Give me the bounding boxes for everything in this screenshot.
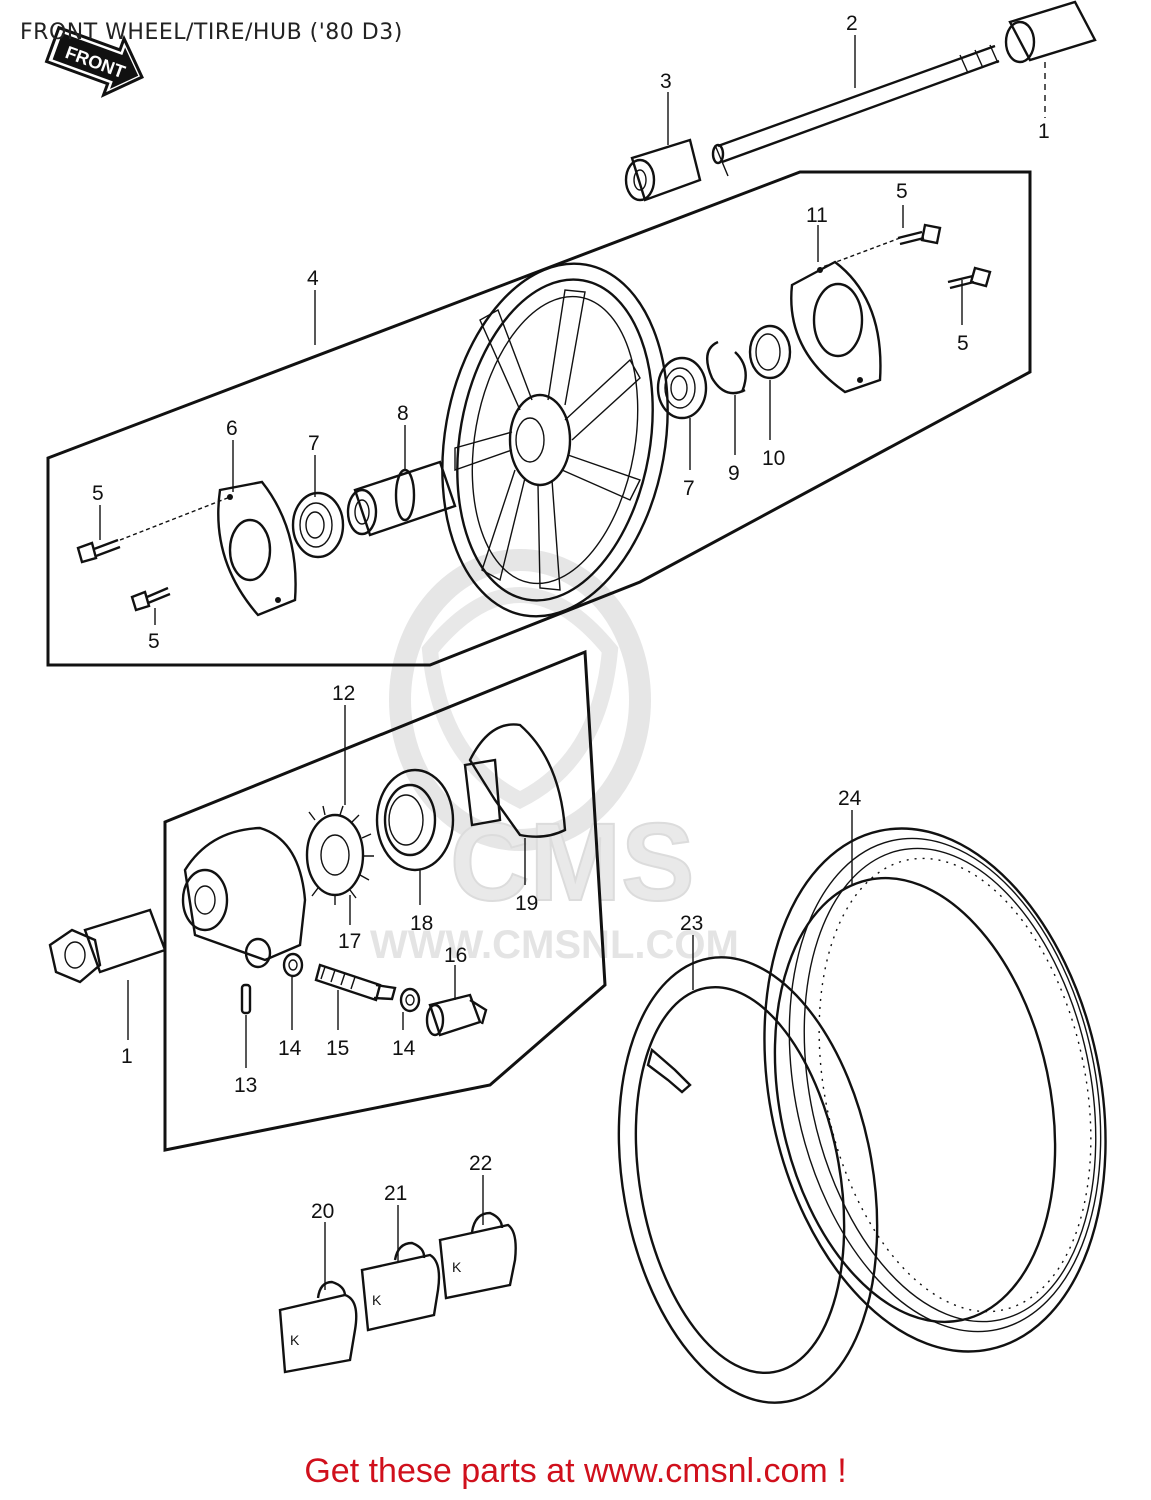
callout-13: 13 <box>234 1074 257 1097</box>
inner-tube <box>617 956 879 1404</box>
speedometer-gear <box>305 805 374 905</box>
callout-17: 17 <box>338 930 361 953</box>
callout-numbers: 2 3 1 4 5 11 5 6 5 7 8 7 9 10 5 12 24 19… <box>92 12 1050 1223</box>
wheel-assembly-frame <box>46 170 1032 667</box>
tire <box>763 827 1107 1353</box>
front-arrow-icon: FRONT <box>44 25 144 98</box>
callout-24: 24 <box>838 787 862 810</box>
callout-5-b: 5 <box>957 332 969 355</box>
disc-plate-right <box>790 260 882 394</box>
hub-assembly-frame <box>163 649 607 1152</box>
collar <box>624 138 702 202</box>
callout-11: 11 <box>806 204 828 227</box>
leader-dash-2 <box>819 237 901 269</box>
bolt-1 <box>76 538 121 564</box>
callout-10: 10 <box>762 447 785 470</box>
bolt-3 <box>897 223 942 246</box>
callout-18: 18 <box>410 912 433 935</box>
leader-dash-1 <box>119 496 231 541</box>
gear-drive-plate <box>463 723 567 838</box>
bolt-4 <box>947 266 992 290</box>
callout-7-b: 7 <box>683 477 695 500</box>
footer-promo-link[interactable]: Get these parts at www.cmsnl.com ! <box>304 1452 847 1490</box>
svg-text:K: K <box>290 1332 300 1348</box>
circlip <box>706 340 747 395</box>
callout-3: 3 <box>660 70 672 93</box>
distance-collar <box>346 460 457 537</box>
callout-7-a: 7 <box>308 432 320 455</box>
cms-watermark: CMS WWW.CMSNL.COM <box>370 549 739 967</box>
bearing-right <box>656 356 708 420</box>
front-axle <box>711 44 1000 177</box>
pin <box>240 983 252 1015</box>
callout-1-top: 1 <box>1038 120 1050 143</box>
speedometer-pinion <box>314 963 397 1002</box>
oil-seal <box>748 324 792 380</box>
callout-9: 9 <box>728 462 740 485</box>
callout-15: 15 <box>326 1037 349 1060</box>
callout-20: 20 <box>311 1200 334 1223</box>
callout-1-bottom: 1 <box>121 1045 133 1068</box>
hub-bearing <box>375 768 455 872</box>
callout-22: 22 <box>469 1152 492 1175</box>
callout-12: 12 <box>332 682 355 705</box>
callout-5-a: 5 <box>896 180 908 203</box>
bearing-left <box>291 491 345 559</box>
callout-19: 19 <box>515 892 538 915</box>
washer-right <box>399 987 421 1013</box>
callout-8: 8 <box>397 402 409 425</box>
axle-nut-top <box>1004 0 1097 118</box>
watermark-brand: CMS <box>450 801 694 924</box>
disc-plate-left <box>217 480 297 617</box>
callout-4: 4 <box>307 267 319 290</box>
bolt-2 <box>130 586 171 612</box>
callout-21: 21 <box>384 1182 407 1205</box>
bushing <box>425 993 488 1037</box>
watermark-site: WWW.CMSNL.COM <box>370 923 739 967</box>
brake-pad-20: K <box>278 1280 358 1374</box>
speedometer-gear-housing <box>181 826 307 969</box>
svg-text:K: K <box>452 1259 462 1275</box>
callout-5-d: 5 <box>148 630 160 653</box>
brake-pad-22: K <box>438 1211 517 1300</box>
axle-nut-bottom <box>48 908 167 984</box>
callout-14-b: 14 <box>392 1037 416 1060</box>
washer-left <box>282 952 304 978</box>
callout-14-a: 14 <box>278 1037 302 1060</box>
cast-wheel <box>441 262 669 618</box>
callout-5-c: 5 <box>92 482 104 505</box>
callout-16: 16 <box>444 944 467 967</box>
callout-23: 23 <box>680 912 703 935</box>
brake-pad-21: K <box>360 1241 441 1332</box>
callout-2: 2 <box>846 12 858 35</box>
svg-text:K: K <box>372 1292 382 1308</box>
page-title: FRONT WHEEL/TIRE/HUB ('80 D3) <box>20 20 403 45</box>
callout-6: 6 <box>226 417 238 440</box>
leader-lines <box>99 35 963 1290</box>
